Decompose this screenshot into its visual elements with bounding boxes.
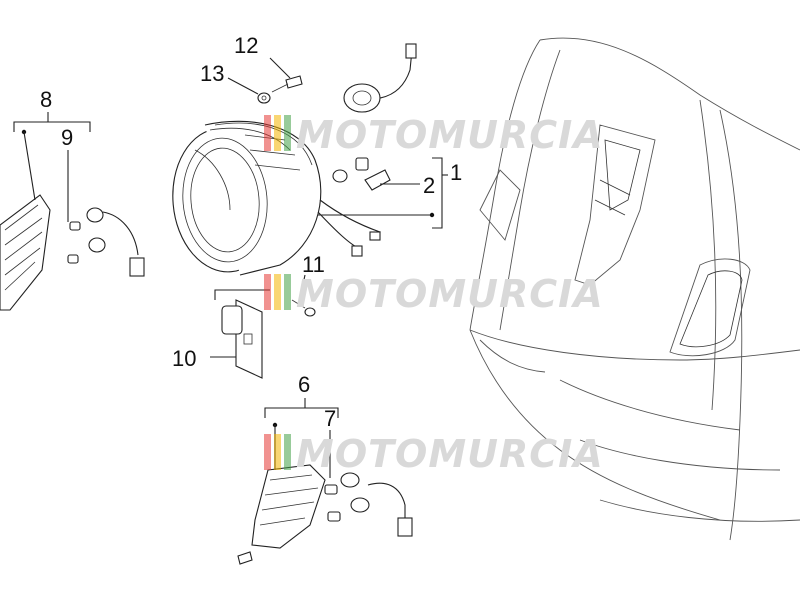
watermark-stripe-green xyxy=(284,434,291,470)
watermark-text: MOTOMURCIA xyxy=(296,432,604,476)
callout-6: 6 xyxy=(298,372,310,397)
watermark-stripe-red xyxy=(264,115,271,151)
left-indicator-8 xyxy=(0,194,145,311)
watermark-stripe-red xyxy=(264,434,271,470)
screw-12 xyxy=(271,75,303,93)
callout-10: 10 xyxy=(172,346,196,371)
watermark-middle: MOTOMURCIA xyxy=(264,272,604,316)
headlamp-assembly xyxy=(172,120,382,276)
watermark-stripe-yellow xyxy=(274,115,281,151)
callout-numbers: 1 2 6 7 8 9 10 11 12 13 xyxy=(40,33,462,431)
headlamp-bulbs xyxy=(332,157,391,191)
screw-11 xyxy=(291,299,316,317)
callout-2: 2 xyxy=(423,173,435,198)
callout-13: 13 xyxy=(200,61,224,86)
watermark-stripe-yellow xyxy=(274,274,281,310)
watermark-text: MOTOMURCIA xyxy=(296,272,604,316)
callout-1: 1 xyxy=(450,160,462,185)
callout-12: 12 xyxy=(234,33,258,58)
bracket-10 xyxy=(214,289,270,379)
watermark-text: MOTOMURCIA xyxy=(296,113,604,157)
watermark-stripe-green xyxy=(284,274,291,310)
watermark-stripe-yellow xyxy=(274,434,281,470)
lower-indicator-6 xyxy=(237,464,413,565)
watermark-stripe-red xyxy=(264,274,271,310)
callout-9: 9 xyxy=(61,125,73,150)
callout-11: 11 xyxy=(302,252,325,277)
bulb-holder xyxy=(343,43,417,113)
washer-13 xyxy=(257,92,271,104)
scooter-front-shield xyxy=(469,37,800,541)
callout-7: 7 xyxy=(324,406,336,431)
watermark-bottom: MOTOMURCIA xyxy=(264,432,604,476)
callout-8: 8 xyxy=(40,87,52,112)
watermark-top: MOTOMURCIA xyxy=(264,113,604,157)
watermark-stripe-green xyxy=(284,115,291,151)
